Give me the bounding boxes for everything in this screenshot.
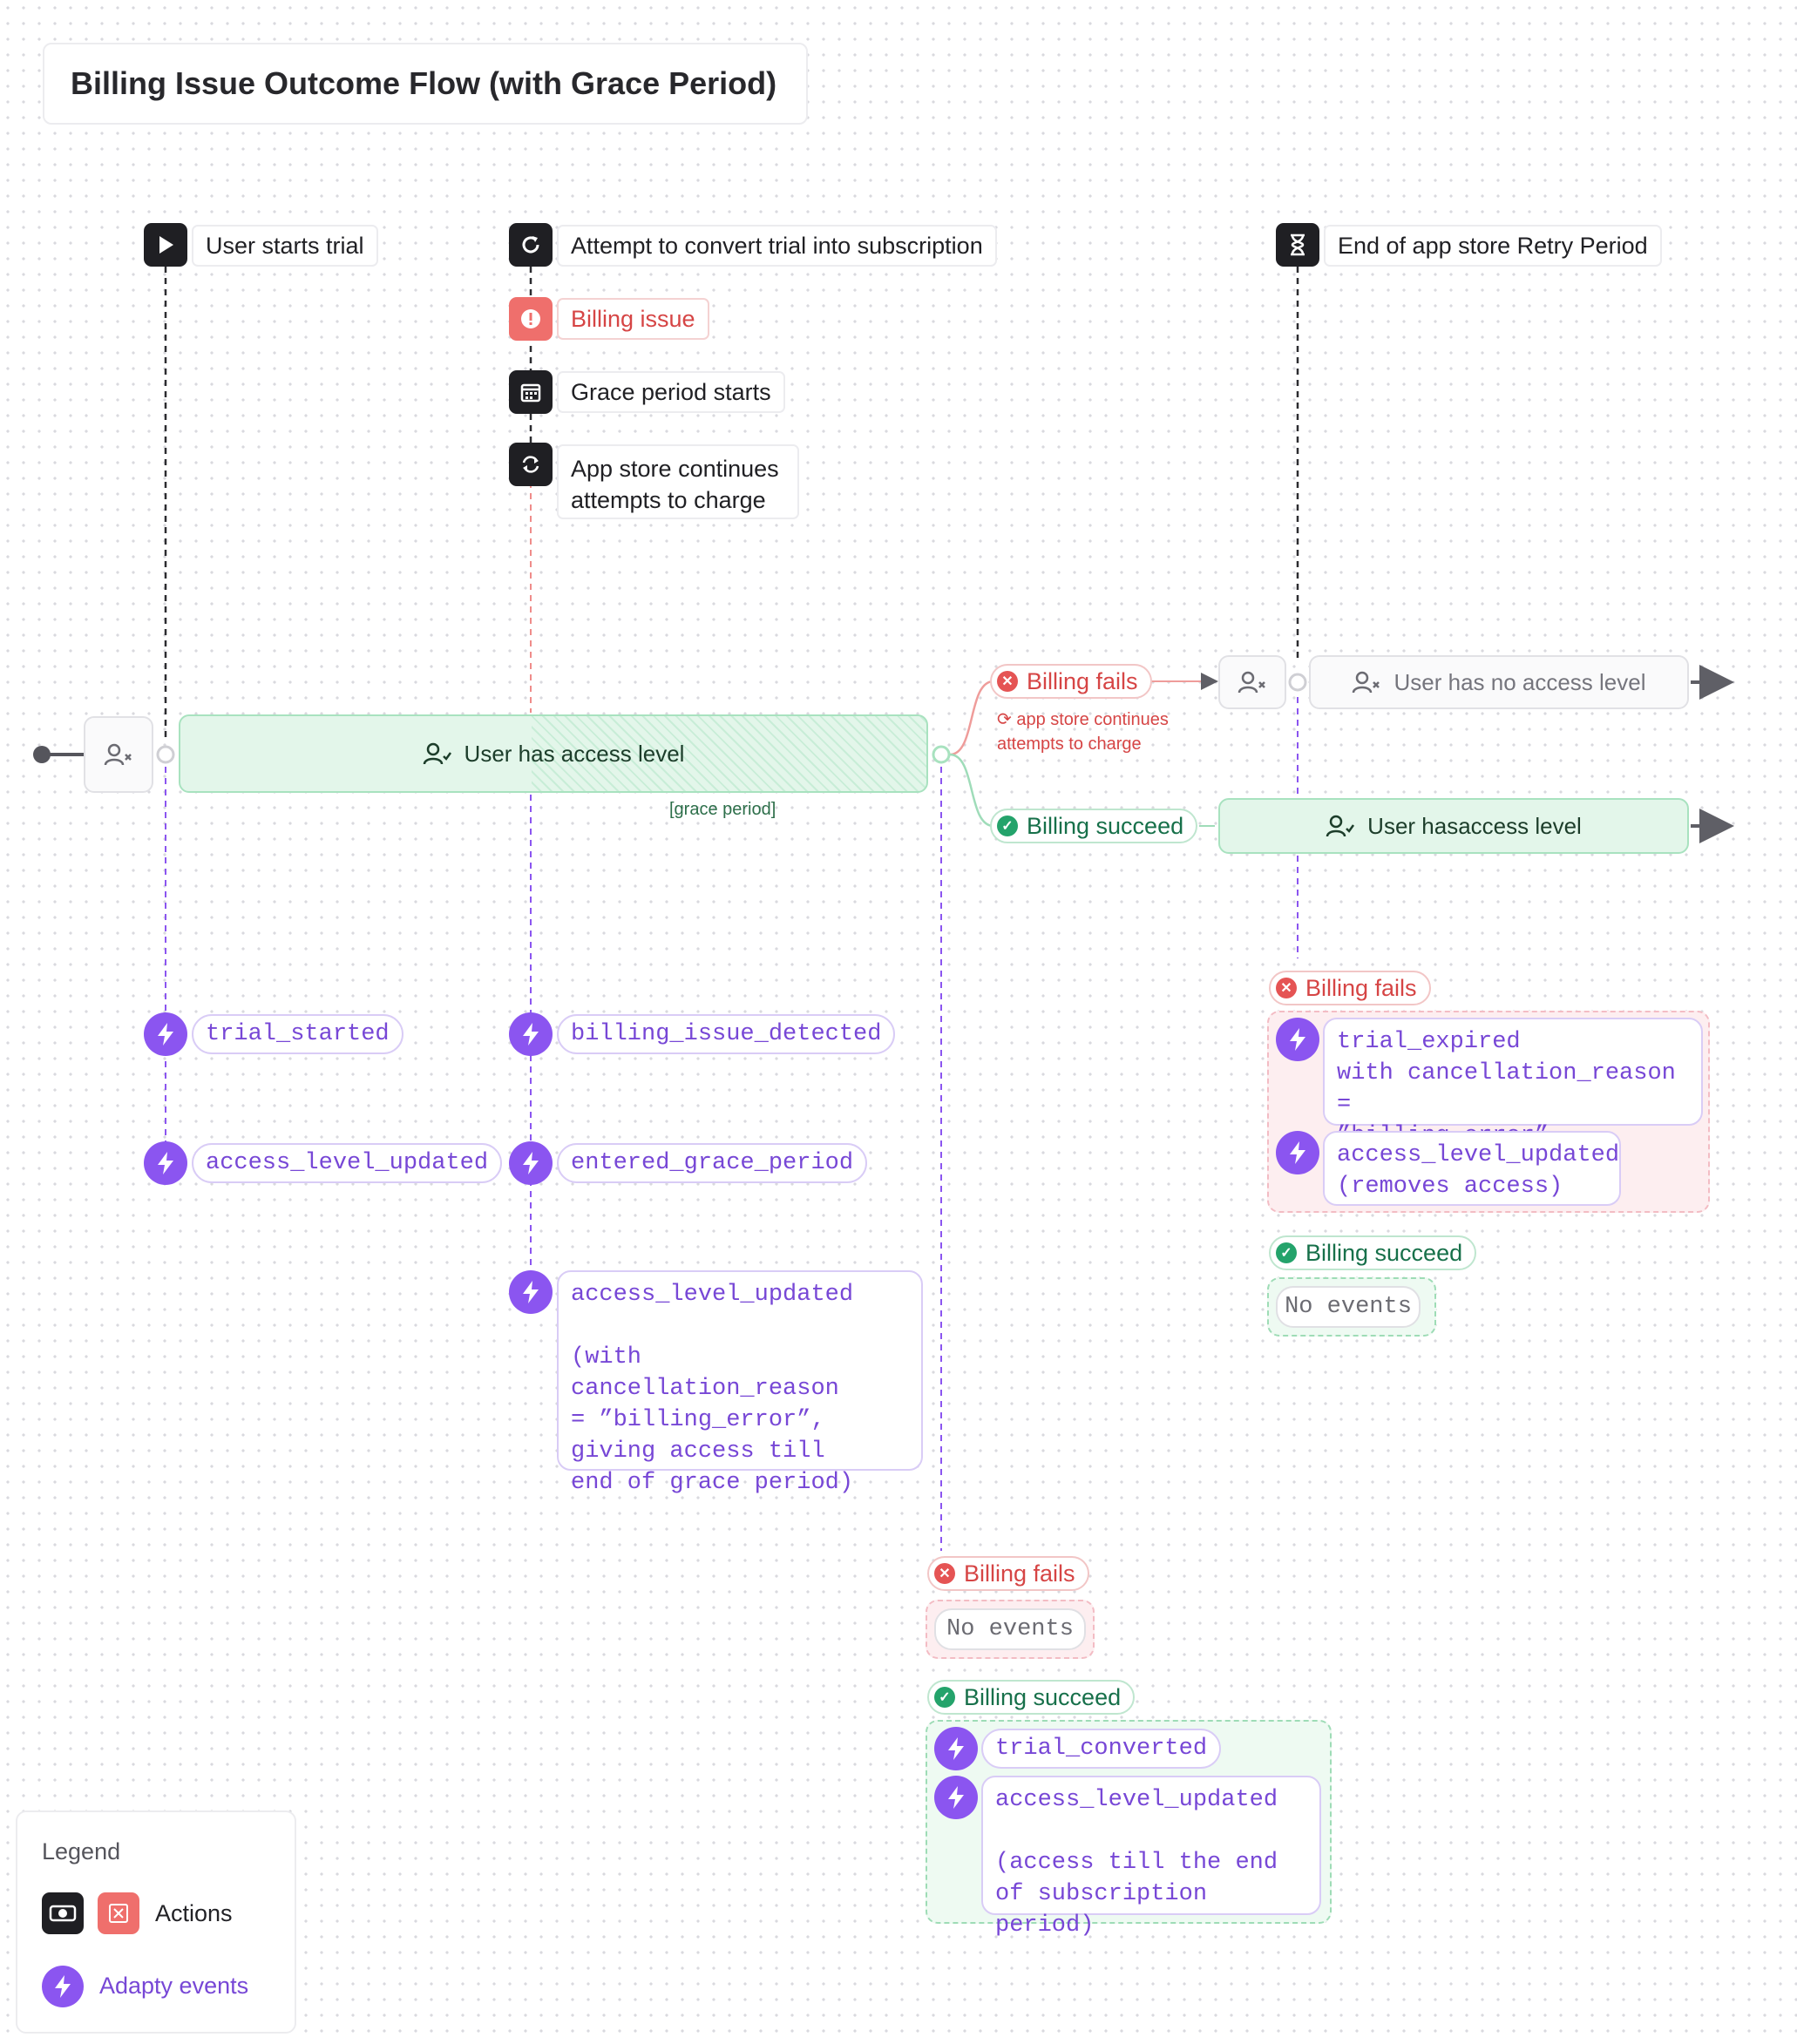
check-circle-icon: ✓ — [934, 1687, 955, 1708]
legend: Legend Actions Adapty events — [16, 1810, 296, 2034]
retry-note-text: app store continues attempts to charge — [997, 710, 1169, 754]
event-access-till-end: access_level_updated (access till the en… — [981, 1776, 1321, 1939]
x-circle-icon: ✕ — [997, 671, 1018, 692]
lane-label-attempt: Attempt to convert trial into subscripti… — [557, 225, 997, 267]
state-label: User has no access level — [1394, 668, 1646, 695]
bolt-icon — [42, 1966, 84, 2007]
bolt-icon — [934, 1776, 978, 1819]
user-check-icon — [1326, 815, 1355, 837]
user-no-access-small-icon — [1218, 655, 1286, 709]
sync-icon — [509, 443, 553, 486]
event-trial-converted: trial_converted — [981, 1729, 1222, 1769]
legend-adapty-events: Adapty events — [99, 1973, 249, 1999]
billing-succeed-pill: ✓ Billing succeed — [927, 1680, 1136, 1715]
bolt-icon — [1276, 1131, 1319, 1174]
pill-label: Billing succeed — [1305, 1239, 1463, 1266]
no-events-badge: No events — [1276, 1286, 1421, 1328]
bolt-icon — [144, 1141, 187, 1185]
sync-small-icon: ⟳ — [997, 710, 1012, 729]
bolt-icon — [934, 1727, 978, 1770]
legend-actions: Actions — [155, 1900, 233, 1926]
pill-label: Billing fails — [1027, 667, 1138, 694]
bolt-icon — [509, 1012, 553, 1056]
event-entered-grace-period: entered_grace_period — [557, 1143, 868, 1183]
bolt-icon — [509, 1141, 553, 1185]
billing-fails-pill: ✕ Billing fails — [990, 664, 1152, 699]
legend-title: Legend — [42, 1838, 121, 1865]
bolt-icon — [509, 1270, 553, 1314]
user-no-access-icon — [84, 716, 153, 793]
grace-period-note: [grace period] — [669, 800, 776, 819]
event-billing-issue-detected: billing_issue_detected — [557, 1014, 896, 1054]
lane-label-start: User starts trial — [192, 225, 378, 267]
bolt-icon — [1276, 1018, 1319, 1061]
retry-label: App store continues attempts to charge — [557, 444, 799, 519]
billing-succeed-pill: ✓ Billing succeed — [1269, 1235, 1477, 1270]
x-circle-icon: ✕ — [934, 1563, 955, 1584]
alert-icon — [509, 297, 553, 341]
play-icon — [144, 223, 187, 267]
pill-label: Billing fails — [1305, 974, 1417, 1001]
page-title: Billing Issue Outcome Flow (with Grace P… — [43, 43, 808, 125]
pill-label: Billing succeed — [1027, 812, 1184, 839]
billing-fails-pill: ✕ Billing fails — [927, 1556, 1089, 1591]
user-has-access-right-state: User hasaccess level — [1218, 798, 1689, 854]
event-access-level-updated: access_level_updated — [192, 1143, 503, 1183]
event-removes-access: access_level_updated (removes access) — [1323, 1131, 1621, 1206]
lane-label-end-retry: End of app store Retry Period — [1324, 225, 1662, 267]
check-circle-icon: ✓ — [997, 816, 1018, 836]
user-no-access-state: User has no access level — [1309, 655, 1689, 709]
x-circle-icon: ✕ — [1276, 978, 1297, 998]
check-circle-icon: ✓ — [1276, 1242, 1297, 1263]
no-events-badge: No events — [934, 1608, 1086, 1650]
billing-issue-label: Billing issue — [557, 298, 709, 340]
pill-label: Billing succeed — [964, 1683, 1122, 1710]
hourglass-icon — [1276, 223, 1319, 267]
refresh-icon — [509, 223, 553, 267]
state-label: User has access level — [464, 740, 685, 767]
event-trial-expired: trial_expired with cancellation_reason =… — [1323, 1018, 1703, 1149]
billing-succeed-pill: ✓ Billing succeed — [990, 809, 1198, 843]
user-x-icon — [1353, 671, 1380, 694]
user-has-access-state: User has access level — [179, 714, 928, 793]
camera-icon — [42, 1892, 84, 1934]
event-grace-access-update: access_level_updated (with cancellation_… — [557, 1270, 923, 1496]
grace-hatch — [532, 716, 926, 791]
calendar-icon — [509, 370, 553, 414]
grace-period-starts-label: Grace period starts — [557, 371, 785, 413]
user-check-icon — [423, 742, 451, 765]
event-trial-started: trial_started — [192, 1014, 403, 1054]
billing-fails-pill: ✕ Billing fails — [1269, 971, 1431, 1005]
bolt-icon — [144, 1012, 187, 1056]
close-square-icon — [98, 1892, 139, 1934]
pill-label: Billing fails — [964, 1560, 1075, 1587]
state-label: User hasaccess level — [1367, 812, 1582, 839]
retry-note: ⟳ app store continues attempts to charge — [997, 707, 1206, 756]
